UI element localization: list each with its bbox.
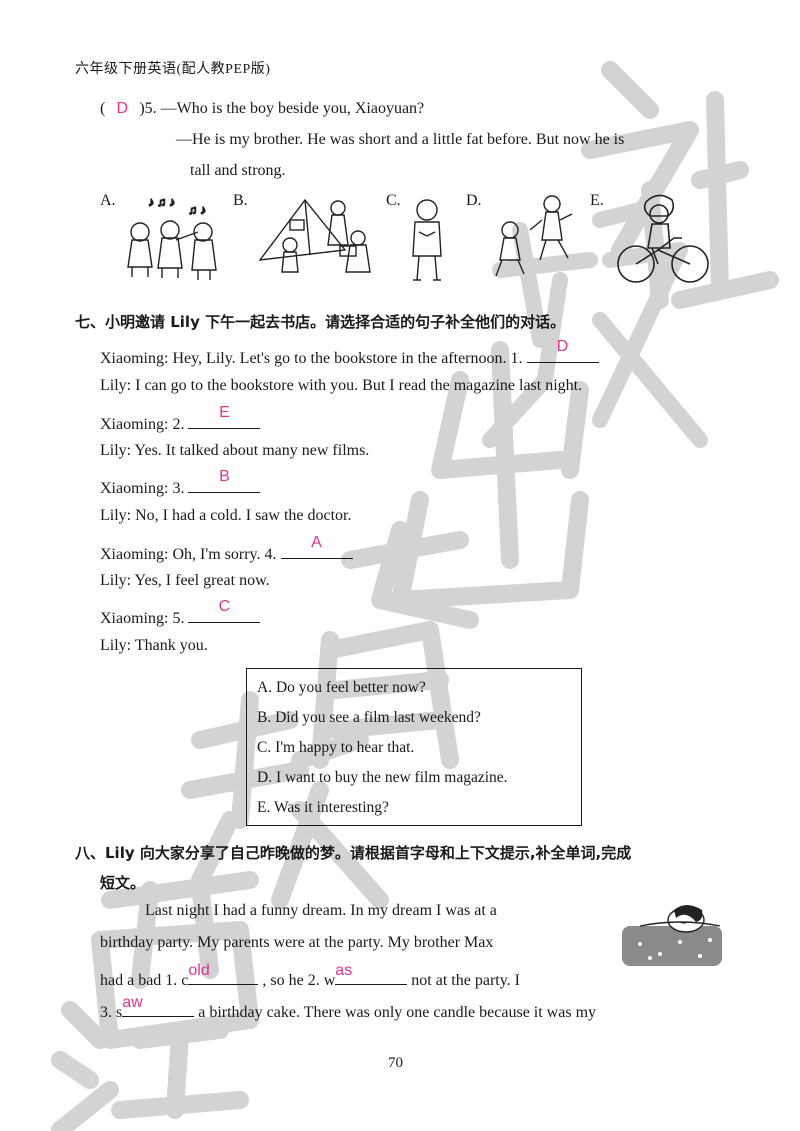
option-e: E. Was it interesting? [257, 799, 389, 816]
q5-prompt: 5. —Who is the boy beside you, Xiaoyuan? [144, 100, 425, 117]
dialogue-text: Xiaoming: 2. [100, 416, 185, 433]
passage-text: a birthday cake. There was only one cand… [198, 1004, 597, 1021]
dialogue-line-1: Xiaoming: Hey, Lily. Let's go to the boo… [100, 338, 599, 368]
section-8-title-line2: 短文。 [100, 874, 146, 892]
picture-a-illustration: ♪ ♫ ♪ ♫ ♪ [127, 194, 217, 280]
picture-b-illustration [258, 198, 371, 273]
answer-2: E [219, 404, 230, 421]
word-blank-2[interactable]: as [335, 962, 408, 985]
passage-text: had a bad 1. c [100, 972, 189, 989]
dialogue-text: Xiaoming: 5. [100, 610, 185, 627]
page-number: 70 [388, 1055, 403, 1071]
passage-text: 3. s [100, 1004, 123, 1021]
passage-line-1: Last night I had a funny dream. In my dr… [145, 902, 497, 919]
question-5: ( D )5. —Who is the boy beside you, Xiao… [100, 100, 424, 118]
section-7-title: 七、小明邀请 Lily 下午一起去书店。请选择合适的句子补全他们的对话。 [75, 313, 566, 331]
dialogue-line-2: Lily: I can go to the bookstore with you… [100, 377, 583, 394]
word-answer-1: old [188, 962, 210, 979]
picture-e-illustration [617, 194, 709, 283]
answer-5: C [218, 598, 231, 615]
word-answer-3: aw [122, 994, 143, 1011]
q5-paren-close: ) [139, 100, 145, 117]
dialogue-line-4: Lily: Yes. It talked about many new film… [100, 442, 370, 459]
picture-label-a: A. [100, 192, 116, 209]
option-c: C. I'm happy to hear that. [257, 739, 415, 756]
answer-1: D [556, 338, 569, 355]
word-answer-2: as [335, 962, 353, 979]
dialogue-line-5: Xiaoming: 3. B [100, 468, 261, 498]
picture-label-c: C. [386, 192, 401, 209]
q5-paren-open: ( [100, 100, 106, 117]
picture-label-b: B. [233, 192, 248, 209]
picture-c-illustration [412, 199, 442, 281]
answer-4: A [311, 534, 322, 551]
answer-blank-4[interactable]: A [280, 534, 353, 559]
dialogue-line-10: Lily: Thank you. [100, 637, 208, 654]
watermark-glyph-jiang [51, 1001, 249, 1131]
options-box: A. Do you feel better now? B. Did you se… [246, 668, 582, 826]
answer-blank-2[interactable]: E [188, 404, 261, 429]
q5-reply-line2: tall and strong. [190, 162, 286, 179]
dialogue-text: Xiaoming: Oh, I'm sorry. 4. [100, 546, 277, 563]
dialogue-line-8: Lily: Yes, I feel great now. [100, 572, 270, 589]
dialogue-line-9: Xiaoming: 5. C [100, 598, 261, 628]
dialogue-text: Xiaoming: Hey, Lily. Let's go to the boo… [100, 350, 523, 367]
passage-text: not at the party. I [411, 972, 520, 989]
page-header: 六年级下册英语(配人教PEP版) [75, 62, 271, 77]
word-blank-3[interactable]: aw [122, 994, 195, 1017]
passage-line-2: birthday party. My parents were at the p… [100, 934, 494, 951]
q5-answer: D [116, 100, 129, 117]
answer-blank-1[interactable]: D [526, 338, 599, 363]
answer-blank-3[interactable]: B [188, 468, 261, 493]
option-b: B. Did you see a film last weekend? [257, 709, 481, 726]
answer-blank-5[interactable]: C [188, 598, 261, 623]
word-blank-1[interactable]: old [188, 962, 259, 985]
dialogue-line-6: Lily: No, I had a cold. I saw the doctor… [100, 507, 352, 524]
dialogue-text: Xiaoming: 3. [100, 480, 185, 497]
dialogue-line-7: Xiaoming: Oh, I'm sorry. 4. A [100, 534, 353, 564]
option-a: A. Do you feel better now? [257, 679, 426, 696]
answer-3: B [219, 468, 230, 485]
sleeping-child-illustration [622, 905, 722, 966]
picture-label-d: D. [466, 192, 482, 209]
picture-d-illustration [495, 195, 573, 277]
option-d: D. I want to buy the new film magazine. [257, 769, 508, 786]
dialogue-line-3: Xiaoming: 2. E [100, 404, 261, 434]
svg-text:♪ ♫ ♪: ♪ ♫ ♪ [148, 195, 175, 209]
passage-text: , so he 2. w [262, 972, 336, 989]
q5-reply-line1: —He is my brother. He was short and a li… [176, 131, 625, 148]
picture-label-e: E. [590, 192, 604, 209]
svg-text:♫ ♪: ♫ ♪ [188, 203, 206, 217]
section-8-title-line1: 八、Lily 向大家分享了自己昨晚做的梦。请根据首字母和上下文提示,补全单词,完… [75, 844, 632, 862]
